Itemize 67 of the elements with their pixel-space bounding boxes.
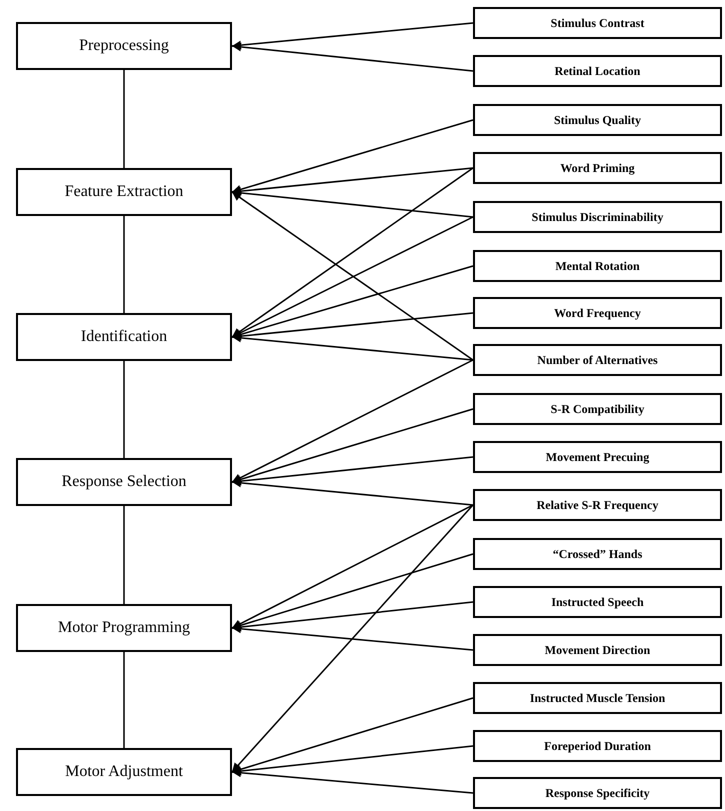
- factor-box: [473, 297, 722, 329]
- stage-box: [16, 168, 232, 216]
- factor-box: [473, 682, 722, 714]
- factor-box: [473, 393, 722, 425]
- node-label: Instructed Muscle Tension: [530, 690, 666, 706]
- factor-box: [473, 538, 722, 570]
- factor-box: [473, 441, 722, 473]
- arrow: [231, 504, 474, 772]
- factor-box: [473, 7, 722, 39]
- arrow: [232, 119, 474, 194]
- arrow: [232, 359, 474, 483]
- arrow: [232, 312, 474, 341]
- factor-box: [473, 777, 722, 809]
- arrow: [232, 478, 474, 506]
- connector-line: [123, 70, 125, 168]
- node-label: Instructed Speech: [551, 594, 644, 610]
- arrow: [232, 167, 474, 338]
- arrow: [232, 22, 474, 50]
- connector-line: [123, 361, 125, 458]
- node-label: Relative S-R Frequency: [536, 498, 658, 512]
- node-label: Stimulus Discriminability: [532, 210, 664, 224]
- arrow: [232, 601, 474, 632]
- node-label: Identification: [80, 328, 168, 346]
- factor-box: [473, 344, 722, 376]
- node-label: Foreperiod Duration: [544, 738, 651, 754]
- node-label: Retinal Location: [554, 64, 640, 78]
- node-label: “Crossed” Hands: [552, 546, 642, 562]
- node-label: Movement Precuing: [546, 450, 650, 464]
- stage-box: [16, 604, 232, 652]
- node-label: Preprocessing: [79, 37, 169, 55]
- node-label: Movement Direction: [544, 642, 650, 658]
- node-label: S-R Compatibility: [550, 402, 644, 416]
- arrow: [232, 745, 474, 776]
- node-label: Word Frequency: [554, 306, 641, 320]
- factor-box: [473, 586, 722, 618]
- node-label: Motor Programming: [58, 619, 190, 637]
- arrow: [232, 333, 474, 361]
- node-label: Motor Adjustment: [65, 763, 183, 781]
- arrow: [232, 456, 474, 486]
- arrow: [232, 191, 474, 361]
- arrow: [232, 768, 474, 794]
- node-label: Response Selection: [62, 473, 186, 491]
- node-label: Feature Extraction: [64, 183, 184, 201]
- node-label: Stimulus Quality: [554, 112, 642, 128]
- stage-box: [16, 22, 232, 70]
- node-label: Stimulus Contrast: [550, 16, 644, 30]
- factor-box: [473, 152, 722, 184]
- factor-box: [473, 250, 722, 282]
- factor-box: [473, 55, 722, 87]
- arrow: [232, 624, 474, 651]
- node-label: Word Priming: [560, 160, 635, 176]
- arrow: [232, 42, 474, 72]
- node-label: Mental Rotation: [555, 258, 640, 274]
- connector-line: [123, 652, 125, 748]
- factor-box: [473, 104, 722, 136]
- node-label: Number of Alternatives: [537, 352, 658, 368]
- factor-box: [473, 201, 722, 233]
- factor-box: [473, 730, 722, 762]
- factor-box: [473, 634, 722, 666]
- connector-line: [123, 506, 125, 604]
- stage-box: [16, 313, 232, 361]
- factor-box: [473, 489, 722, 521]
- connector-line: [123, 216, 125, 313]
- arrow: [232, 504, 474, 629]
- stage-box: [16, 748, 232, 796]
- stage-box: [16, 458, 232, 506]
- node-label: Response Specificity: [545, 786, 650, 800]
